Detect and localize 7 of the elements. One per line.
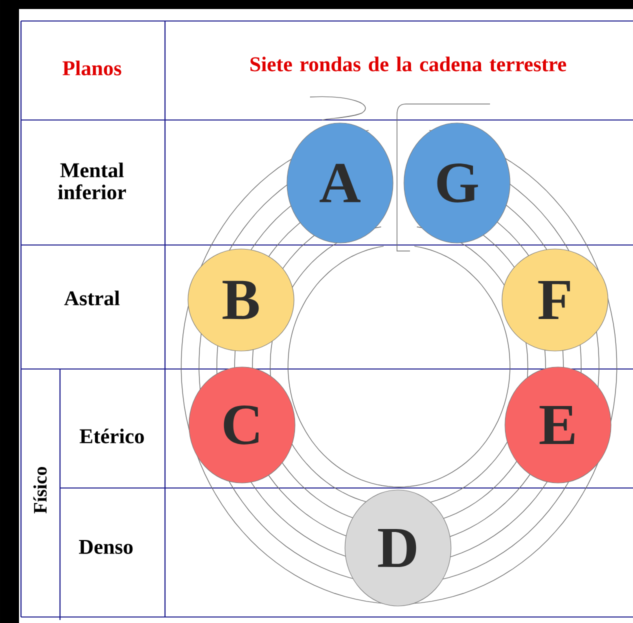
row-heading: Astral	[64, 290, 120, 306]
row-heading: Mental inferior	[58, 162, 126, 200]
group-heading: Físico	[33, 466, 47, 514]
row-heading: Denso	[78, 540, 133, 554]
row-heading: Etérico	[80, 428, 144, 444]
column-heading: Planos	[62, 60, 122, 76]
column-heading: Siete rondas de la cadena terrestre	[250, 56, 566, 72]
